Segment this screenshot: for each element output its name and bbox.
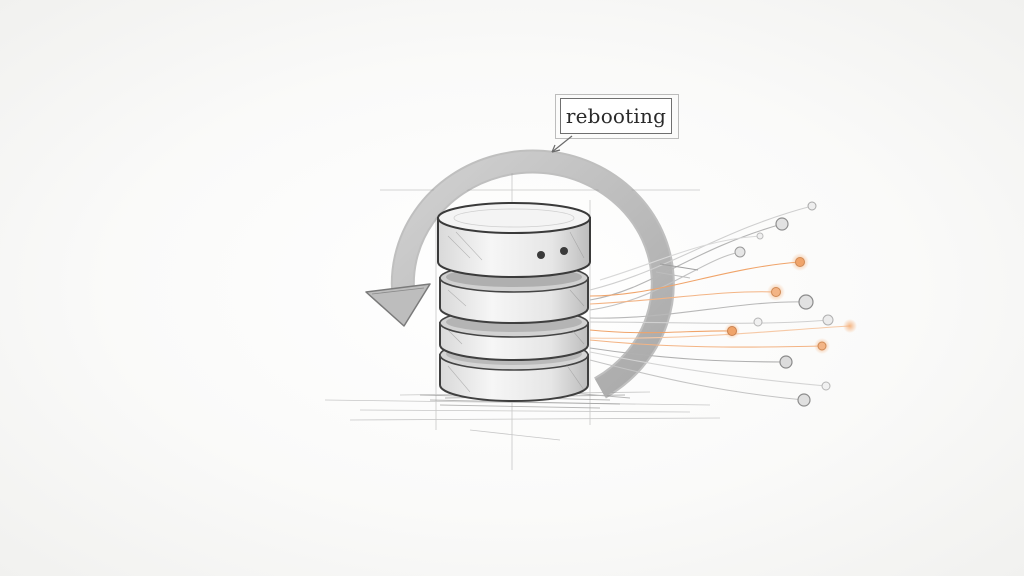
database-disk-top <box>437 202 591 278</box>
database-cylinder-icon <box>437 202 591 402</box>
status-led-icon <box>537 251 545 259</box>
callout-pointer-icon <box>551 135 573 153</box>
rebooting-label: rebooting <box>555 94 679 139</box>
refresh-arrow-icon <box>365 149 675 399</box>
status-led-icon <box>560 247 568 255</box>
shading-hatch <box>447 231 585 393</box>
network-nodes <box>724 201 857 407</box>
